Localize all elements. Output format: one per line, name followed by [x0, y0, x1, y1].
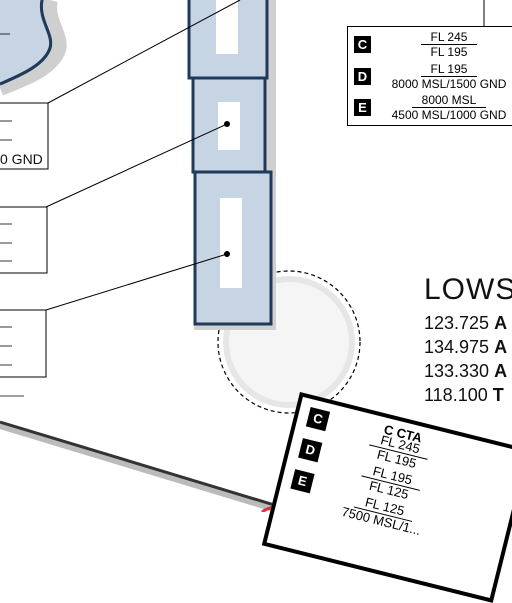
- class-c-badge: C: [305, 407, 331, 432]
- frequency-code: T: [492, 385, 504, 405]
- boundary-line: [0, 420, 303, 512]
- lower-limit: 8000 MSL/1500 GND: [391, 77, 507, 91]
- frequency-row: 133.330 A: [424, 360, 507, 382]
- frequency-code: A: [494, 337, 508, 357]
- frequency-value: 123.725: [424, 313, 490, 333]
- airspace-class-legend: C FL 245 FL 195 D FL 195 8000 MSL/1500 G…: [347, 26, 512, 126]
- station-name: LOWS: [424, 273, 512, 306]
- upper-limit: FL 195: [420, 62, 478, 77]
- class-c-badge: C: [354, 36, 371, 53]
- airspace-boundary-shadow: [0, 0, 67, 96]
- frequency-code: A: [494, 313, 508, 333]
- frequency-value: 118.100: [424, 385, 488, 405]
- class-e-badge: E: [354, 99, 371, 116]
- upper-limit: FL 245: [420, 30, 478, 45]
- class-d-badge: D: [354, 68, 371, 85]
- lower-limit: 4500 MSL/1000 GND: [391, 108, 507, 122]
- boundary-line-shadow: [0, 421, 302, 512]
- upper-limit: 8000 MSL: [411, 93, 487, 108]
- frequency-value: 134.975: [424, 337, 490, 357]
- frequency-value: 133.330: [424, 361, 490, 381]
- class-d-badge: D: [298, 438, 323, 463]
- frequency-row: 118.100 T: [424, 384, 504, 406]
- lower-limit: FL 195: [430, 45, 468, 59]
- class-e-badge: E: [290, 469, 315, 494]
- callout-box: [0, 309, 47, 378]
- frequency-code: A: [494, 361, 508, 381]
- callout-box: [0, 206, 48, 274]
- airspace-map: [0, 0, 485, 512]
- frequency-row: 123.725 A: [424, 312, 507, 334]
- frequency-row: 134.975 A: [424, 336, 507, 358]
- callout-text: 0 GND: [0, 151, 43, 167]
- callout-box: [0, 102, 49, 170]
